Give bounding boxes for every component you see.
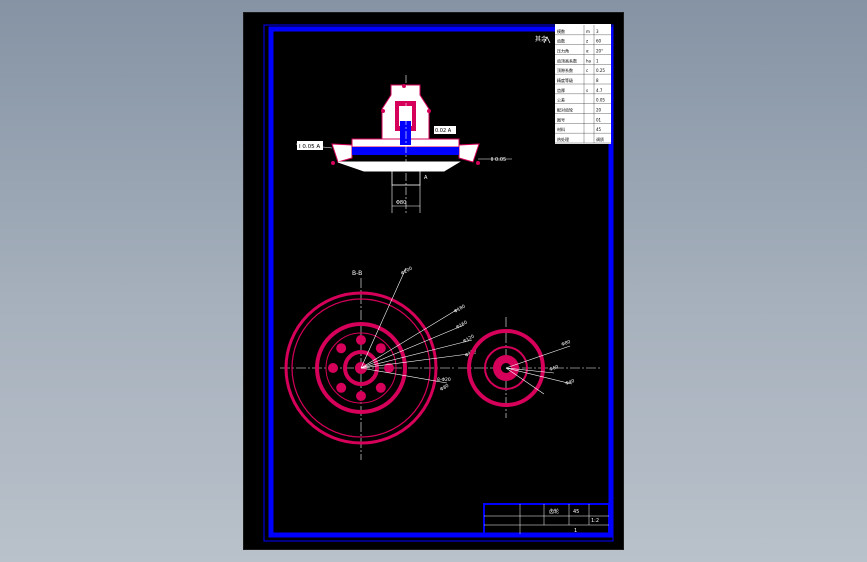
datum-label: A bbox=[424, 175, 428, 181]
table-cell: 4.7 bbox=[596, 88, 603, 93]
gear-dim-leaders bbox=[360, 267, 477, 384]
title-block-sheet: 1 bbox=[574, 528, 577, 534]
center-dim-label: Φ80 bbox=[396, 200, 406, 206]
table-cell: c bbox=[586, 68, 588, 73]
roughness-note: 其余 bbox=[535, 35, 547, 43]
table-cell: 3 bbox=[596, 29, 599, 34]
gear-lightening-hole bbox=[375, 343, 386, 354]
title-block-frame bbox=[483, 503, 610, 535]
table-cell: 0.05 bbox=[596, 98, 605, 103]
title-block: 齿轮 45 1:2 1 bbox=[483, 503, 610, 535]
table-cell: 1 bbox=[596, 58, 599, 63]
table-cell: 配对齿轮 bbox=[557, 107, 573, 113]
gear-lightening-hole bbox=[384, 363, 394, 373]
shaft-section bbox=[400, 121, 411, 145]
table-cell: 齿顶高系数 bbox=[557, 57, 577, 63]
table-cell: 公差 bbox=[557, 97, 565, 103]
small-dim-label: Φ80 bbox=[561, 339, 572, 348]
web-band bbox=[352, 147, 459, 155]
hole-note: 8-Φ20 bbox=[437, 377, 451, 383]
gear-dim-label: Φ160 bbox=[455, 319, 469, 330]
gear-hub bbox=[343, 350, 379, 386]
gear-dim-label: Φ200 bbox=[400, 265, 414, 276]
table-cell: ha bbox=[586, 58, 592, 63]
table-cell: 01 bbox=[596, 117, 602, 122]
gear-lightening-hole bbox=[336, 382, 347, 393]
gear-dim-label: Φ120 bbox=[462, 333, 476, 344]
table-cell: 压力角 bbox=[557, 48, 569, 54]
gear-lightening-hole bbox=[356, 335, 366, 345]
gear-web-circle bbox=[315, 322, 407, 414]
title-block-material: 45 bbox=[573, 509, 579, 515]
gear-dim-label: Φ80 bbox=[439, 383, 450, 393]
section-label: B-B bbox=[352, 270, 362, 277]
drawing-sheet[interactable]: 模数 m 3 齿数 z 60 压力角 α 20° 齿顶高系数 ha 1 顶隙系数 c 0.25 精度等级 8 齿厚… bbox=[243, 12, 624, 550]
table-cell: 0.25 bbox=[596, 68, 605, 73]
right-callout-text: Ⅱ 0.05 bbox=[491, 157, 506, 163]
table-cell: 20 bbox=[596, 108, 602, 113]
small-web bbox=[484, 346, 528, 390]
gear-lightening-hole bbox=[336, 343, 347, 354]
leader-dot bbox=[402, 84, 406, 88]
small-outer-rim bbox=[467, 329, 545, 407]
table-cell: 齿数 bbox=[557, 38, 565, 44]
roughness-symbol-icon bbox=[543, 36, 551, 44]
table-cell: 齿厚 bbox=[557, 87, 565, 93]
table-cell: 热处理 bbox=[557, 136, 569, 142]
table-cell: α bbox=[586, 49, 589, 54]
gear-dim-label: Φ180 bbox=[453, 303, 467, 314]
section-view: Φ80 Ⅰ 0.05 A Ⅱ 0.05 0.02 A A bbox=[295, 75, 512, 213]
left-callout-box bbox=[297, 141, 323, 150]
rim-left bbox=[331, 143, 353, 163]
table-cell: 20° bbox=[596, 49, 603, 54]
table-cell: 精度等级 bbox=[557, 77, 573, 83]
table-cell: s bbox=[586, 88, 588, 93]
gear-hole-pitch bbox=[325, 332, 397, 404]
inner-frame bbox=[268, 26, 614, 538]
table-cell: 调质 bbox=[596, 136, 604, 142]
table-cell: 45 bbox=[596, 127, 602, 132]
gear-outer-rim bbox=[284, 291, 438, 445]
lower-flange bbox=[337, 161, 461, 172]
leader-dot bbox=[381, 109, 385, 113]
title-block-scale: 1:2 bbox=[591, 518, 599, 524]
table-cell: 模数 bbox=[557, 28, 565, 34]
small-dim-label: Φ60 bbox=[549, 364, 560, 373]
leader-dot bbox=[331, 161, 335, 165]
left-callout-text: Ⅰ 0.05 A bbox=[299, 144, 320, 150]
table-cell: 图号 bbox=[557, 116, 565, 122]
gear-lightening-hole bbox=[356, 391, 366, 401]
mid-callout-box bbox=[434, 126, 456, 134]
parameter-table: 模数 m 3 齿数 z 60 压力角 α 20° 齿顶高系数 ha 1 顶隙系数 c 0.25 精度等级 8 齿厚… bbox=[555, 24, 611, 144]
drawing-svg: 模数 m 3 齿数 z 60 压力角 α 20° 齿顶高系数 ha 1 顶隙系数 c 0.25 精度等级 8 齿厚… bbox=[263, 24, 614, 542]
table-cell: m bbox=[586, 29, 590, 34]
table-cell: 8 bbox=[596, 78, 599, 83]
rim-right bbox=[458, 143, 480, 163]
title-block-name: 齿轮 bbox=[549, 508, 559, 515]
leader-dot bbox=[427, 109, 431, 113]
gear-lightening-hole bbox=[375, 382, 386, 393]
table-cell: 材料 bbox=[557, 126, 565, 132]
gear-holes bbox=[328, 335, 394, 401]
gear-root-circle bbox=[291, 298, 431, 438]
mid-callout-text: 0.02 A bbox=[435, 128, 452, 134]
table-cell: z bbox=[586, 39, 588, 44]
table-cell: 顶隙系数 bbox=[557, 67, 573, 73]
gear-lightening-hole bbox=[328, 363, 338, 373]
small-dim-label: Φ40 bbox=[565, 378, 576, 387]
leader-dot bbox=[476, 161, 480, 165]
small-dim-leaders bbox=[505, 345, 573, 395]
table-cell: 60 bbox=[596, 39, 602, 44]
